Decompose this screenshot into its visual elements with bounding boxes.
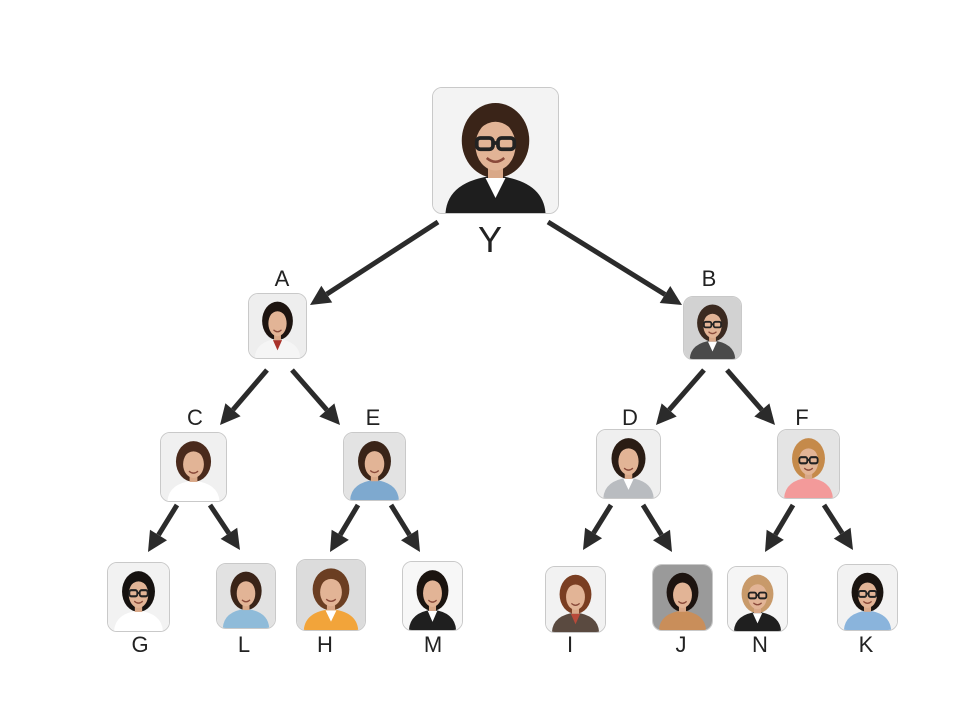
arrow-F-to-K [821,503,853,550]
node-label-f: F [795,405,809,430]
person-portrait-icon [546,567,605,632]
arrow-Y-to-A [310,219,440,305]
node-a-avatar [248,293,307,359]
person-portrait-icon [161,433,226,501]
arrow-A-to-E [290,368,340,425]
node-label-j: J [675,632,687,657]
arrow-D-to-I [583,503,614,550]
person-portrait-icon [433,88,558,213]
node-k-avatar [837,564,898,631]
person-portrait-icon [728,567,787,631]
node-b-avatar [683,296,742,360]
arrow-E-to-M [388,503,420,552]
node-m-avatar [402,561,463,631]
person-portrait-icon [344,433,405,500]
node-label-l: L [237,632,251,657]
node-label-m: M [423,632,443,657]
node-j-avatar [652,564,713,631]
person-portrait-icon [838,565,897,630]
person-portrait-icon [778,430,839,498]
node-f-avatar [777,429,840,499]
person-portrait-icon [403,562,462,630]
person-portrait-icon [597,430,660,498]
node-label-y: Y [477,219,503,260]
node-label-h: H [317,632,333,657]
person-portrait-icon [217,564,275,628]
arrow-A-to-C [220,368,269,425]
arrow-E-to-H [330,503,361,552]
node-label-d: D [622,405,638,430]
node-c-avatar [160,432,227,502]
node-label-a: A [274,266,290,291]
node-label-e: E [365,405,381,430]
arrow-D-to-J [640,503,672,552]
node-l-avatar [216,563,276,629]
node-label-b: B [701,266,717,291]
arrow-C-to-G [148,503,180,552]
node-label-n: N [752,632,768,657]
node-n-avatar [727,566,788,632]
person-portrait-icon [297,560,365,630]
node-y-avatar [432,87,559,214]
node-label-c: C [187,405,203,430]
arrow-B-to-D [656,368,706,425]
node-label-k: K [858,632,874,657]
arrow-B-to-F [725,368,775,425]
arrow-Y-to-B [546,219,682,305]
node-i-avatar [545,566,606,633]
arrow-F-to-N [765,503,796,552]
node-e-avatar [343,432,406,501]
person-portrait-icon [249,294,306,358]
node-label-g: G [131,632,149,657]
node-label-i: I [566,632,574,657]
person-portrait-icon [653,565,712,630]
arrow-C-to-L [207,503,240,550]
node-d-avatar [596,429,661,499]
node-h-avatar [296,559,366,631]
person-portrait-icon [684,297,741,359]
node-g-avatar [107,562,170,632]
person-portrait-icon [108,563,169,631]
